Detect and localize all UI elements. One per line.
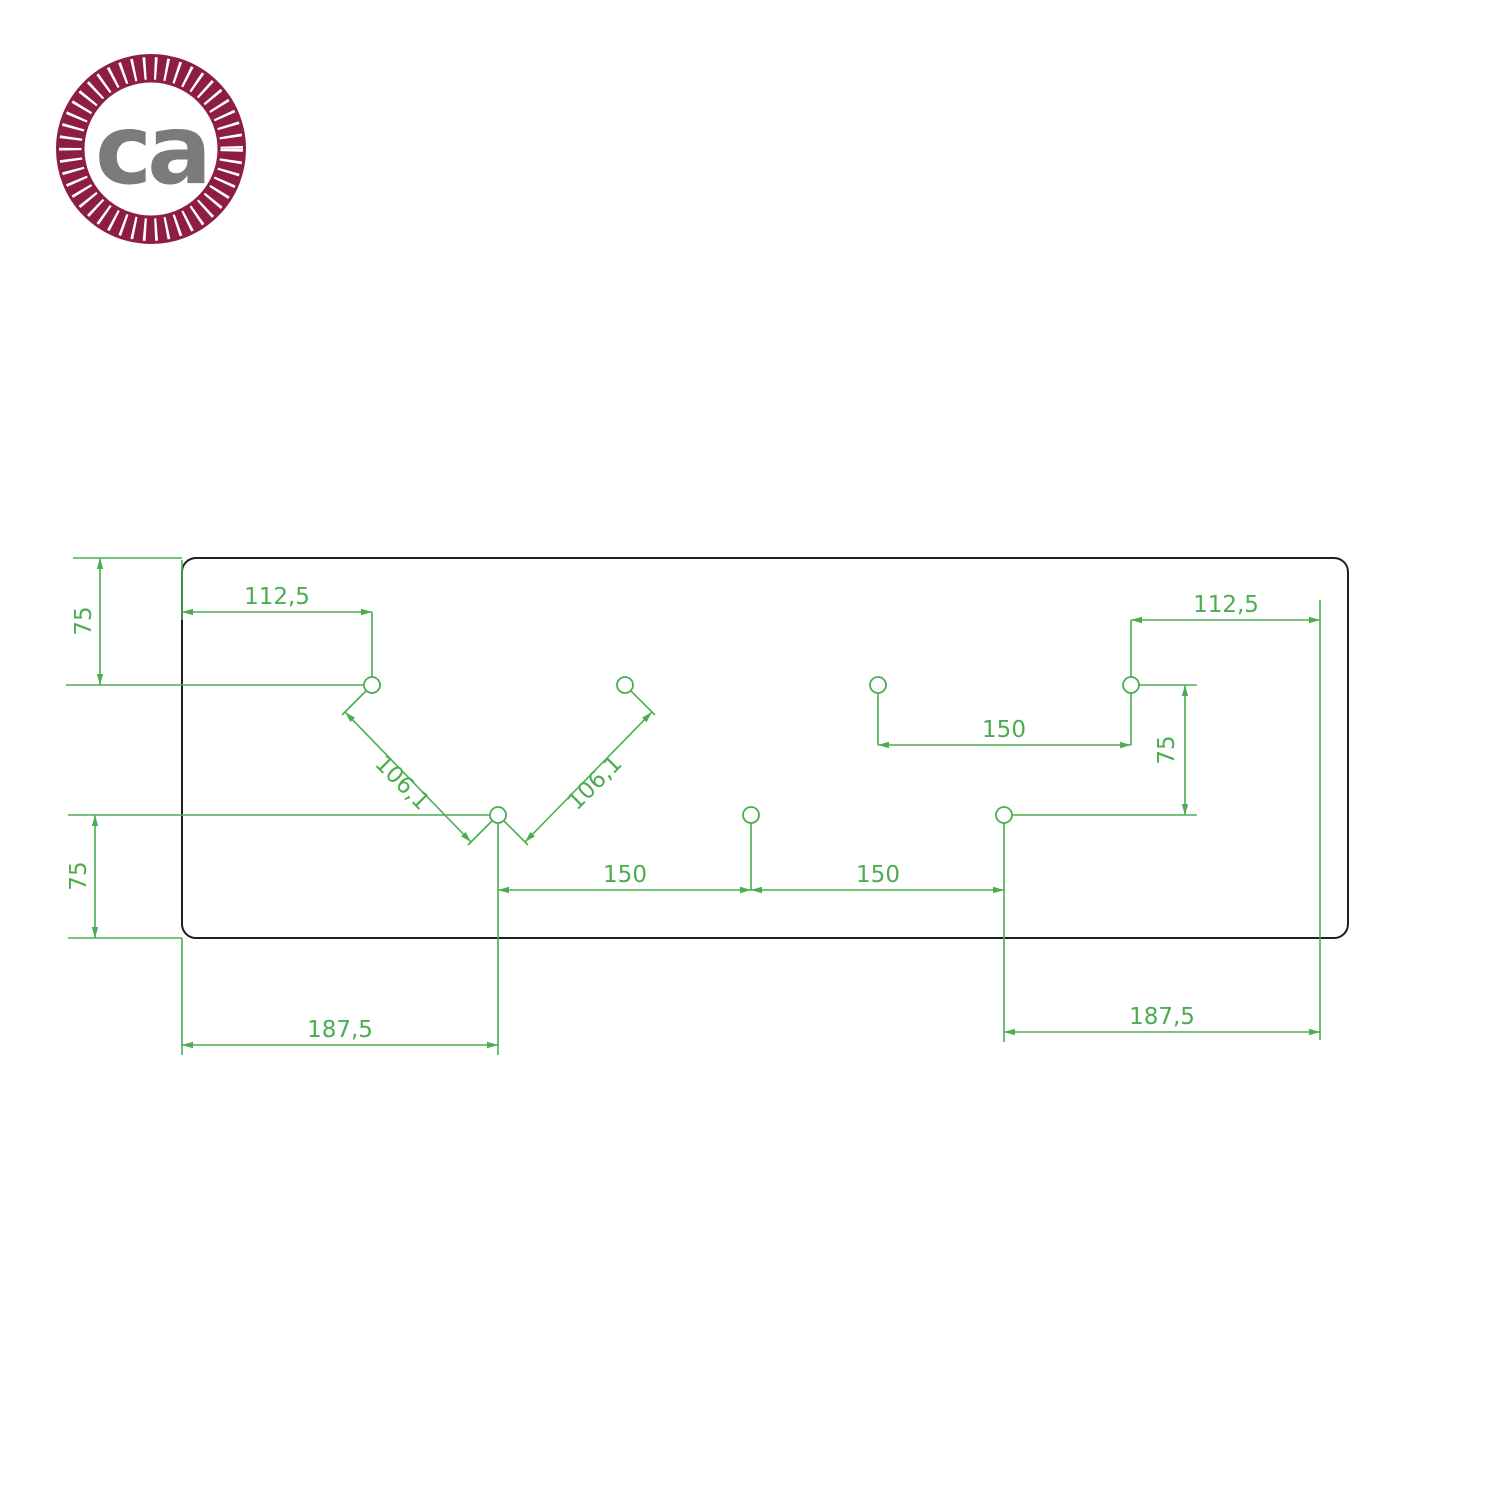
mounting-hole-top-3 [869, 676, 887, 694]
dimension-line [344, 711, 472, 843]
dimension-bottom-left-offset: 187,5 [181, 938, 498, 1055]
dimension-label: 106,1 [369, 751, 434, 816]
dimension-diagonal-right: 106,1 [503, 690, 656, 846]
dimension-label: 75 [66, 861, 92, 890]
plate-outline [181, 557, 1349, 939]
dimension-label: 106,1 [563, 751, 628, 816]
dimension-line [524, 711, 653, 843]
mounting-hole-mid-2 [742, 806, 760, 824]
dimension-diagonal-left: 106,1 [341, 690, 493, 846]
dimension-top-left-width: 112,5 [181, 560, 373, 677]
mounting-holes [363, 676, 1140, 824]
dimension-top-right-width: 112,5 [1130, 592, 1321, 1040]
dimension-label: 187,5 [307, 1017, 373, 1043]
plate-drawing: 112,5 75 106,1 106,1 [66, 557, 1349, 1055]
dimension-label: 75 [71, 606, 97, 635]
dimension-bottom-spans: 150 150 [497, 823, 1005, 1055]
dimension-label: 150 [856, 862, 900, 888]
mounting-hole-mid-3 [995, 806, 1013, 824]
dimension-bottom-left-height: 75 [66, 814, 490, 939]
logo-outer-rim [56, 54, 246, 244]
extension-line [630, 690, 656, 716]
dimension-label: 112,5 [1193, 592, 1259, 618]
extension-line [503, 820, 529, 846]
dimension-bottom-right-offset: 187,5 [1004, 1004, 1320, 1036]
dimension-top-left-height: 75 [66, 557, 364, 686]
mounting-hole-top-1 [363, 676, 381, 694]
dimension-right-height: 75 [1012, 684, 1197, 816]
brand-logo: ca [56, 54, 246, 244]
logo-rope-twists [57, 55, 245, 243]
dimension-label: 150 [603, 862, 647, 888]
dimension-label: 187,5 [1129, 1004, 1195, 1030]
mounting-hole-top-2 [616, 676, 634, 694]
mounting-hole-mid-1 [489, 806, 507, 824]
dimension-label: 75 [1154, 735, 1180, 764]
dimension-label: 150 [982, 717, 1026, 743]
extension-line [341, 690, 367, 716]
extension-line [467, 820, 493, 846]
dimension-top-right-span: 150 [877, 693, 1132, 749]
dimension-label: 112,5 [244, 584, 310, 610]
logo-text: ca [95, 94, 207, 206]
mounting-hole-top-4 [1122, 676, 1140, 694]
logo-inner-rim [81, 79, 221, 219]
